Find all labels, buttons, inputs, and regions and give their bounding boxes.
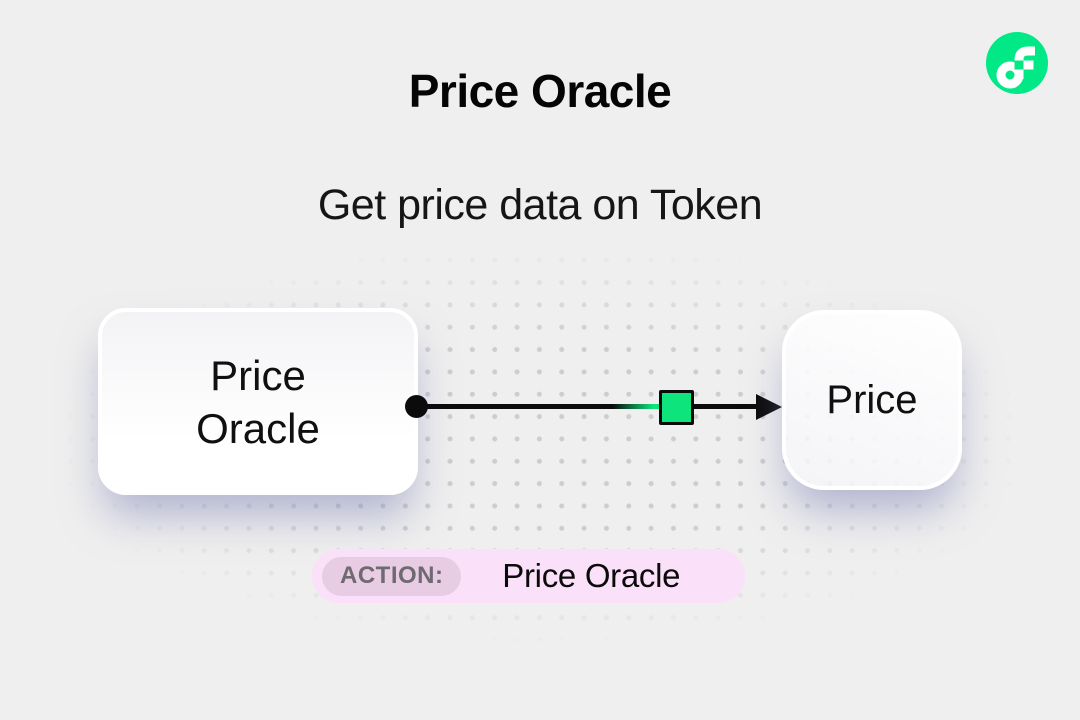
edge-marker-square-icon xyxy=(659,390,694,425)
node-price: Price xyxy=(782,310,962,490)
node-price-oracle: Price Oracle xyxy=(98,308,418,495)
edge-start-dot xyxy=(405,395,428,418)
page-subtitle: Get price data on Token xyxy=(317,181,763,229)
action-pill: ACTION: Price Oracle xyxy=(312,549,745,603)
action-label-badge: ACTION: xyxy=(322,556,462,596)
flow-logo-icon xyxy=(986,32,1048,94)
page-title: Price Oracle xyxy=(408,65,672,117)
edge-line xyxy=(417,404,760,409)
node-price-label: Price xyxy=(826,377,918,422)
node-price-oracle-label: Price Oracle xyxy=(196,351,320,452)
edge-arrowhead-icon xyxy=(756,394,782,420)
action-value: Price Oracle xyxy=(502,557,681,594)
